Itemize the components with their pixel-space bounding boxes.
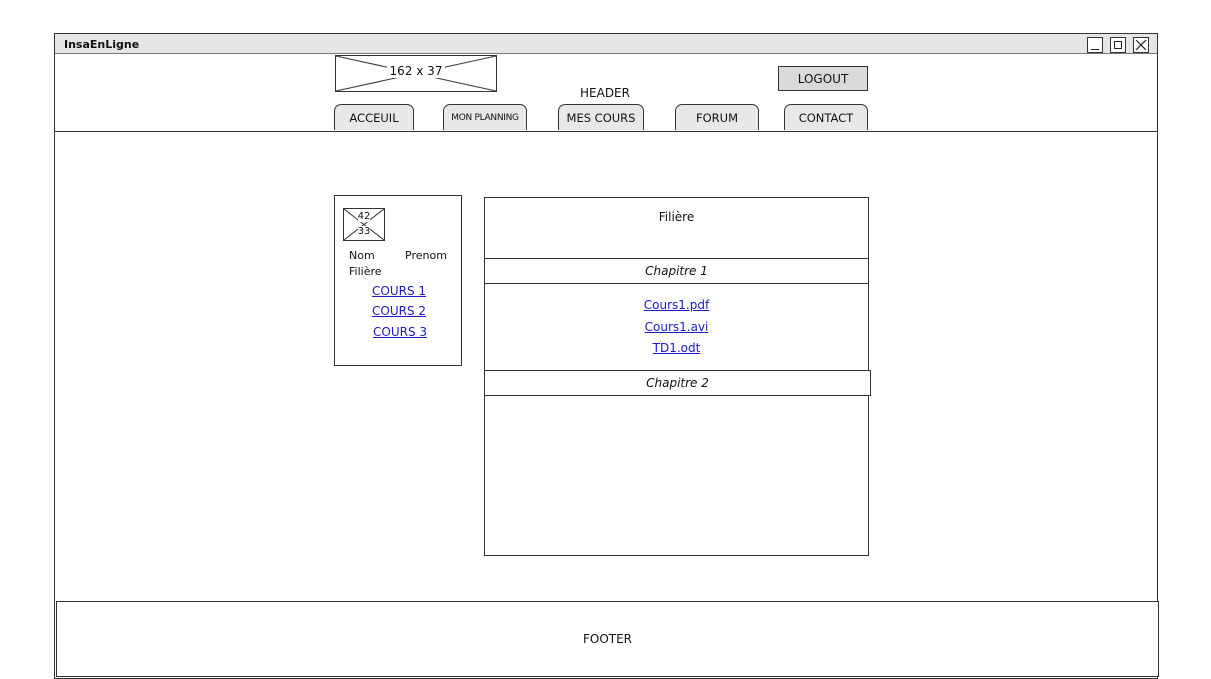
- nav-tab-contact[interactable]: CONTACT: [784, 104, 868, 130]
- footer-label: FOOTER: [582, 632, 633, 646]
- course-link-1[interactable]: COURS 1: [372, 284, 427, 298]
- chapter-header-2[interactable]: Chapitre 2: [484, 370, 871, 396]
- file-link-avi[interactable]: Cours1.avi: [644, 320, 709, 334]
- file-link-pdf[interactable]: Cours1.pdf: [643, 298, 710, 312]
- nav-tab-accueil[interactable]: ACCEUIL: [334, 104, 414, 130]
- nav-tab-forum[interactable]: FORUM: [675, 104, 759, 130]
- course-link-3[interactable]: COURS 3: [373, 325, 428, 339]
- minimize-icon[interactable]: [1087, 37, 1103, 53]
- header-label: HEADER: [580, 86, 630, 100]
- avatar: 42 33: [343, 208, 385, 241]
- close-icon[interactable]: [1133, 37, 1149, 53]
- user-nom: Nom: [349, 249, 375, 262]
- course-link-2[interactable]: COURS 2: [372, 304, 427, 318]
- logout-button[interactable]: LOGOUT: [778, 66, 868, 91]
- title-bar[interactable]: [55, 34, 1157, 54]
- user-filiere: Filière: [349, 265, 382, 278]
- nav-tab-mes-cours[interactable]: MES COURS: [558, 104, 644, 130]
- panel-title: Filière: [658, 210, 695, 224]
- user-prenom: Prenom: [405, 249, 447, 262]
- window-title: InsaEnLigne: [64, 38, 140, 51]
- avatar-width-label: 42: [357, 211, 371, 222]
- chapter-header-1[interactable]: Chapitre 1: [484, 258, 869, 284]
- footer: [56, 601, 1159, 677]
- nav-tab-mon-planning[interactable]: MON PLANNING: [443, 104, 527, 130]
- avatar-height-label: 33: [357, 226, 371, 237]
- logo-size-label: 162 x 37: [335, 64, 497, 78]
- file-link-odt[interactable]: TD1.odt: [652, 341, 701, 355]
- maximize-icon[interactable]: [1110, 37, 1126, 53]
